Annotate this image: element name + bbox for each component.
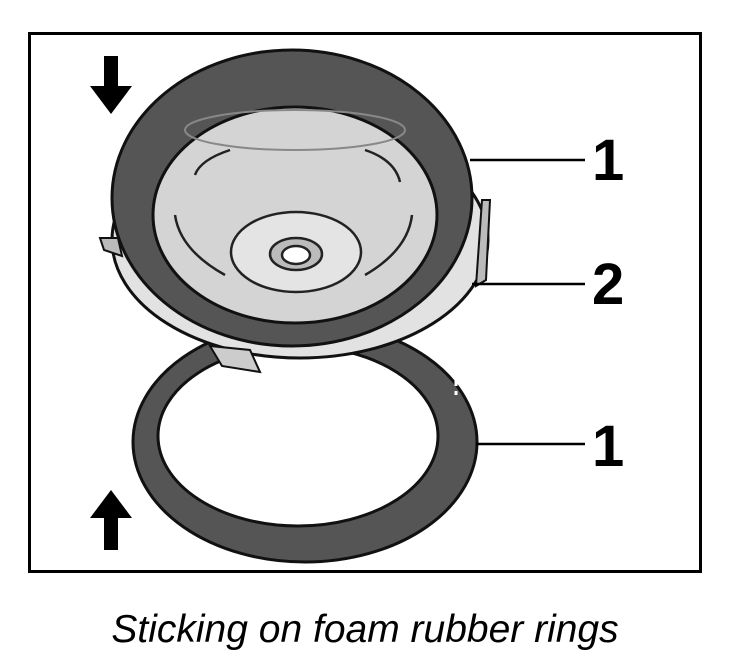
lower-foam-ring [131,320,479,564]
leader-lines [470,158,585,446]
label-upper-ring: 1 [592,128,625,193]
upper-foam-ring [110,48,474,348]
label-fitting: 2 [592,252,625,317]
alignment-guides [126,290,458,395]
arrow-down-icon [90,56,132,114]
arrow-up-icon [90,490,132,550]
label-lower-ring: 1 [592,414,625,479]
figure-caption: Sticking on foam rubber rings [111,608,619,651]
cup-interior [173,109,414,294]
